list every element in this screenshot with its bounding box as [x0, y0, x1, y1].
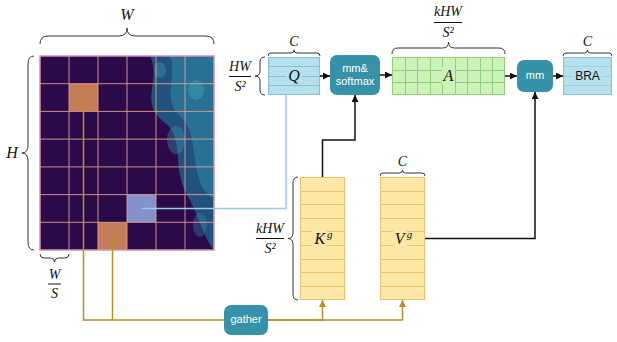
- dimension-label: C: [398, 155, 407, 169]
- dimension-label: S: [51, 287, 58, 301]
- grid-line: [127, 56, 128, 250]
- brace: [563, 50, 612, 56]
- node-label: A: [442, 67, 456, 84]
- node-label: gather: [230, 313, 261, 325]
- dimension-label: S²: [264, 242, 275, 256]
- fraction-bar: [48, 284, 61, 285]
- operation-box: mm& softmax: [330, 55, 380, 95]
- brace: [255, 57, 265, 95]
- connector-arrow: [380, 74, 392, 76]
- dimension-label: S²: [442, 26, 453, 40]
- brace: [288, 177, 298, 300]
- grid-line: [156, 56, 157, 250]
- superscript: g: [327, 228, 333, 240]
- gather-line: [112, 236, 114, 320]
- grid-line: [40, 194, 214, 195]
- node-label: mm: [526, 69, 544, 81]
- dimension-label: C: [583, 35, 592, 49]
- connector-arrow: [425, 92, 535, 239]
- text-group: Kg: [312, 229, 332, 248]
- fraction-bar: [256, 238, 284, 239]
- node-label: BRA: [573, 69, 602, 83]
- dimension-label: H: [6, 145, 18, 161]
- connector-arrow: [553, 75, 563, 77]
- operation-box: gather: [224, 305, 268, 335]
- brace: [22, 56, 34, 250]
- brace: [392, 42, 505, 54]
- brace: [380, 170, 425, 176]
- connector-arrow: [323, 95, 356, 177]
- grid-line: [40, 83, 214, 84]
- grid-line: [40, 166, 214, 167]
- output-matrix: BRA: [563, 57, 612, 95]
- query-matrix: Q: [268, 57, 320, 95]
- dimension-label: S²: [234, 80, 245, 94]
- feature-map: [40, 56, 214, 250]
- grid-line: [98, 56, 99, 250]
- grid-line: [69, 56, 70, 250]
- dimension-label: HW: [229, 60, 251, 74]
- key-matrix: Kg: [300, 177, 345, 300]
- node-label: K: [312, 230, 327, 247]
- connector-arrow: [505, 75, 517, 77]
- brace: [40, 254, 69, 262]
- connector-arrow: [268, 300, 403, 320]
- operation-box: mm: [517, 60, 553, 92]
- map-border: [40, 56, 214, 250]
- brace: [40, 28, 214, 44]
- grid-line: [40, 222, 214, 223]
- region-grid: [40, 56, 214, 250]
- node-label: mm& softmax: [336, 62, 375, 87]
- dimension-label: kHW: [256, 222, 284, 236]
- text-group: mm& softmax: [333, 62, 377, 88]
- feature-texture: [167, 126, 185, 154]
- query-line: [142, 95, 287, 209]
- text-group: Q: [286, 67, 302, 85]
- text-group: Vg: [393, 229, 412, 248]
- node-label: V: [393, 230, 407, 247]
- dimension-label: W: [49, 268, 61, 282]
- fraction-bar: [229, 76, 251, 77]
- dimension-braces: [22, 28, 612, 300]
- superscript: g: [407, 228, 413, 240]
- grid-line: [40, 139, 214, 140]
- feature-texture: [188, 80, 204, 100]
- connector-arrow: [320, 75, 330, 77]
- value-matrix: Vg: [380, 177, 425, 300]
- attention-matrix: A: [392, 57, 505, 95]
- feature-texture: [193, 213, 207, 237]
- grid-line: [185, 56, 186, 250]
- text-group: gather: [230, 313, 261, 326]
- fraction-bar: [434, 22, 462, 23]
- text-group: mm: [526, 69, 544, 82]
- connector-arrow: [268, 300, 323, 320]
- feature-texture: [150, 56, 214, 250]
- brace: [268, 50, 320, 56]
- grid-line: [40, 111, 214, 112]
- gather-line: [84, 98, 225, 320]
- text-group: A: [442, 67, 456, 85]
- node-label: Q: [286, 67, 302, 84]
- dimension-label: W: [120, 7, 133, 23]
- text-group: BRA: [573, 69, 602, 83]
- dimension-label: kHW: [434, 5, 462, 19]
- dimension-label: C: [289, 35, 298, 49]
